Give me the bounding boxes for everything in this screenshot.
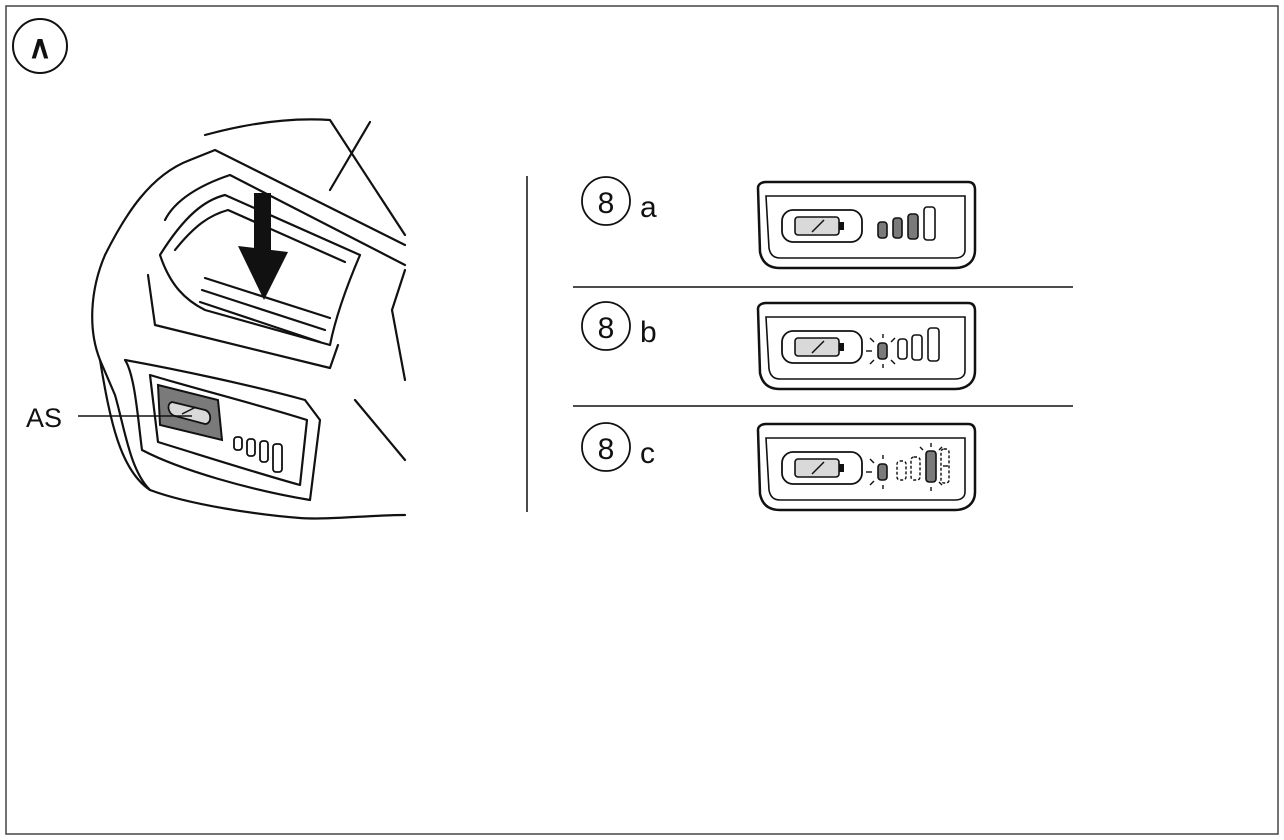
gauge-led-off [911, 334, 923, 361]
latch-inner-edge [173, 208, 347, 264]
panel-letter: c [640, 437, 655, 470]
battery-gauge-inner [765, 195, 966, 259]
battery-icon-terminal [839, 343, 844, 351]
battery-icon-slash [811, 219, 825, 233]
battery-icon-terminal [839, 222, 844, 230]
press-arrow [238, 193, 288, 300]
gauge-led-blinking [925, 450, 937, 483]
panel-number-circle [581, 301, 631, 351]
pack-upper-face [163, 173, 407, 267]
pack-led [233, 436, 243, 451]
battery-gauge-housing [756, 301, 977, 391]
arrow-head [238, 246, 288, 300]
panel-number-circle [581, 422, 631, 472]
corner-symbol: ∧ [28, 29, 51, 65]
pack-led [246, 438, 256, 457]
pack-outline [91, 158, 407, 520]
pack-front-face [123, 358, 322, 502]
pack-side-notch [390, 268, 407, 382]
blink-rays-icon [866, 334, 896, 368]
battery-gauge-inner [765, 437, 966, 501]
battery-gauge-housing [756, 422, 977, 512]
gauge-led-off [923, 206, 936, 241]
as-check-button [156, 383, 224, 442]
battery-icon-slash [811, 340, 825, 354]
gauge-led-off [897, 338, 908, 360]
pack-lower-side [353, 398, 407, 462]
panel-letter: b [640, 316, 657, 349]
tool-body-seam [328, 120, 372, 192]
panel-letter: a [640, 191, 657, 224]
panel-number: 8 [598, 312, 615, 345]
as-callout: AS [26, 403, 192, 433]
gauge-button-outline [781, 451, 863, 485]
figure-frame [5, 5, 1279, 835]
latch-recess-base [146, 273, 340, 370]
pack-led-row [233, 436, 283, 473]
indicator-panel [148, 373, 309, 487]
pack-left-lower-edge [98, 358, 152, 492]
latch-recess [158, 193, 362, 347]
pack-led [259, 440, 269, 463]
panel-8a: 8 a [581, 176, 977, 270]
blink-rays-icon [866, 455, 884, 489]
gauge-led-lit [892, 217, 903, 239]
battery-icon-slash [811, 461, 825, 475]
gauge-led-dashed [910, 456, 921, 481]
corner-badge: ∧ [12, 18, 68, 74]
panel-8b: 8 b [581, 301, 977, 391]
pack-top-ridge [188, 148, 407, 247]
panel-8c: 8 c [581, 422, 977, 512]
latch-rib [198, 300, 322, 344]
battery-gauge-inner [765, 316, 966, 380]
gauge-led-lit [877, 221, 888, 239]
gauge-button-outline [781, 330, 863, 364]
battery-gauge-housing [756, 180, 977, 270]
gauge-led-dashed [896, 460, 907, 481]
battery-symbol-icon [167, 401, 212, 425]
latch-rib [200, 288, 327, 332]
pack-led [272, 443, 283, 473]
battery-symbol-slash [181, 406, 197, 415]
gauge-led-blinking [877, 463, 888, 481]
battery-icon-terminal [839, 464, 844, 472]
arrow-shaft [254, 193, 271, 253]
panel-number: 8 [598, 433, 615, 466]
callout-label: AS [26, 403, 62, 433]
gauge-led-lit [907, 213, 919, 240]
gauge-led-blinking [877, 342, 888, 360]
corner-circle [12, 18, 68, 74]
gauge-button-outline [781, 209, 863, 243]
battery-pack-illustration [91, 118, 407, 520]
gauge-led-off [927, 327, 940, 362]
gauge-led-dashed [940, 448, 950, 484]
panel-number-circle [581, 176, 631, 226]
blink-rays-icon [919, 443, 948, 491]
latch-rib [203, 276, 332, 320]
tool-body-top-edge [203, 118, 407, 237]
panel-number: 8 [598, 187, 615, 220]
